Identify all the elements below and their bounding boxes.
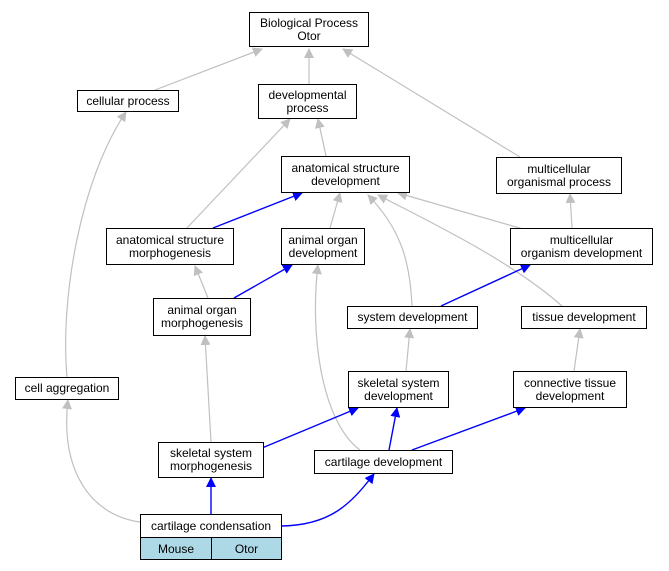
node-cellular-process[interactable]: cellular process xyxy=(77,90,179,112)
edge-cartdev-to-ssd-part-of xyxy=(388,407,401,451)
edge-ssm-to-aom xyxy=(200,335,212,443)
edge-aod-to-asd xyxy=(329,192,343,229)
edge-aom-to-aod-part-of xyxy=(233,264,293,299)
node-developmental-process[interactable]: developmental process xyxy=(258,84,357,119)
node-cell-aggregation[interactable]: cell aggregation xyxy=(15,377,119,400)
edge-ctd-to-tissue xyxy=(573,328,584,372)
node-skeletal-system-development[interactable]: skeletal system development xyxy=(348,371,449,408)
edge-cellular-to-bp xyxy=(154,47,263,91)
edge-asm-to-asd-part-of xyxy=(212,191,303,229)
node-animal-organ-morphogenesis[interactable]: animal organ morphogenesis xyxy=(153,298,251,336)
legend-otor-cell: Otor xyxy=(211,537,282,560)
node-tissue-development[interactable]: tissue development xyxy=(521,306,647,329)
node-anatomical-structure-morphogenesis[interactable]: anatomical structure morphogenesis xyxy=(106,228,234,265)
edge-tissue-to-asd xyxy=(377,194,563,307)
node-multicellular-organismal-process[interactable]: multicellular organismal process xyxy=(496,157,622,194)
edge-asm-to-devproc xyxy=(185,118,291,230)
edge-ssm-to-ssd-part-of xyxy=(261,406,359,449)
edge-cartcond-to-cartdev-part-of xyxy=(281,473,375,527)
node-cartilage-condensation[interactable]: cartilage condensation xyxy=(140,514,282,538)
edge-sysdev-to-mod-part-of xyxy=(440,264,531,307)
node-skeletal-system-morphogenesis[interactable]: skeletal system morphogenesis xyxy=(158,442,264,478)
node-connective-tissue-development[interactable]: connective tissue development xyxy=(513,371,627,408)
edge-cellagg-to-cellular xyxy=(65,111,127,378)
node-anatomical-structure-development[interactable]: anatomical structure development xyxy=(281,156,410,193)
node-animal-organ-development[interactable]: animal organ development xyxy=(281,228,365,265)
node-biological-process[interactable]: Biological Process Otor xyxy=(249,12,369,47)
edge-cartdev-to-ctd-part-of xyxy=(411,406,526,451)
edge-asd-to-devproc xyxy=(315,118,327,157)
edge-cartdev-to-aod xyxy=(311,264,361,451)
node-system-development[interactable]: system development xyxy=(347,306,478,329)
edge-sysdev-to-asd xyxy=(367,194,413,307)
legend-mouse-cell: Mouse xyxy=(140,537,212,560)
edge-cartcond-to-cellagg xyxy=(62,399,141,523)
edge-mod-to-mop xyxy=(565,193,576,229)
edge-mod-to-asd xyxy=(397,190,524,230)
edge-ssd-to-sysdev xyxy=(404,328,415,372)
edge-aom-to-asm xyxy=(193,265,209,299)
node-multicellular-organism-development[interactable]: multicellular organism development xyxy=(510,228,653,265)
node-cartilage-development[interactable]: cartilage development xyxy=(314,450,453,474)
edge-mop-to-bp xyxy=(342,48,521,158)
